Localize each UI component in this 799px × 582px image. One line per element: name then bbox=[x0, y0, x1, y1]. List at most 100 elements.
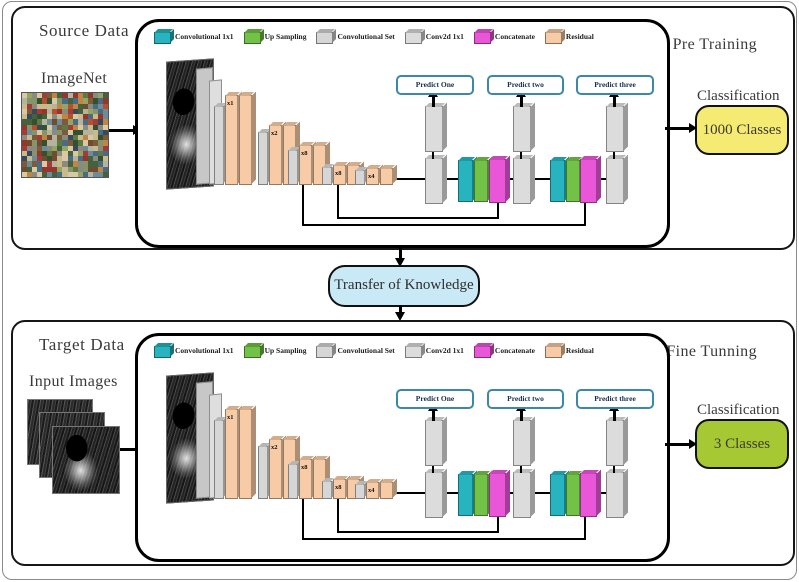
collage-cell bbox=[37, 166, 43, 172]
upsampling-slab bbox=[474, 474, 488, 516]
collage-cell bbox=[97, 108, 103, 114]
skip-connection bbox=[337, 217, 499, 219]
collage-cell bbox=[72, 119, 78, 125]
collage-cell bbox=[47, 108, 53, 114]
collage-cell bbox=[57, 98, 63, 104]
collage-cell bbox=[27, 108, 33, 114]
head-connector bbox=[520, 463, 522, 473]
collage-cell bbox=[37, 103, 43, 109]
block-repeat-label: x8 bbox=[335, 170, 342, 177]
classification-arrow bbox=[665, 123, 697, 132]
collage-cell bbox=[97, 161, 103, 167]
collage-cell bbox=[37, 114, 43, 120]
collage-cell bbox=[37, 145, 43, 151]
collage-cell bbox=[32, 161, 38, 167]
collage-cell bbox=[97, 129, 103, 135]
collage-cell bbox=[22, 114, 28, 120]
head-connector bbox=[432, 463, 434, 473]
collage-cell bbox=[102, 124, 108, 130]
collage-cell bbox=[92, 150, 98, 156]
collage-cell bbox=[92, 108, 98, 114]
block-repeat-label: x2 bbox=[271, 130, 278, 137]
legend-item: Residual bbox=[544, 342, 594, 358]
conv2d-slab bbox=[425, 158, 443, 204]
conv2d-slab bbox=[606, 158, 624, 204]
collage-cell bbox=[57, 145, 63, 151]
convset-slab bbox=[322, 167, 332, 185]
head-connector bbox=[520, 149, 522, 159]
input-flow-arrow bbox=[109, 125, 141, 134]
conv2d-slab bbox=[513, 158, 531, 204]
collage-cell bbox=[82, 114, 88, 120]
legend-item: Up Sampling bbox=[243, 28, 306, 44]
conv2d-slab bbox=[425, 420, 443, 466]
collage-cell bbox=[67, 161, 73, 167]
collage-cell bbox=[62, 119, 68, 125]
residual-slab bbox=[299, 145, 312, 185]
collage-cell bbox=[62, 145, 68, 151]
collage-cell bbox=[92, 124, 98, 130]
skip-connection bbox=[302, 224, 586, 226]
collage-cell bbox=[92, 140, 98, 146]
collage-cell bbox=[47, 119, 53, 125]
collage-cell bbox=[72, 135, 78, 141]
collage-cell bbox=[52, 150, 58, 156]
collage-cell bbox=[42, 98, 48, 104]
collage-cell bbox=[77, 140, 83, 146]
collage-cell bbox=[87, 150, 93, 156]
collage-cell bbox=[57, 129, 63, 135]
collage-cell bbox=[52, 135, 58, 141]
block-repeat-label: x1 bbox=[227, 100, 234, 107]
collage-cell bbox=[102, 119, 108, 125]
collage-cell bbox=[97, 114, 103, 120]
collage-cell bbox=[22, 103, 28, 109]
residual-slab bbox=[333, 479, 346, 499]
pretraining-panel: Source Data Pre Training ImageNet Convol… bbox=[11, 6, 795, 250]
collage-cell bbox=[72, 166, 78, 172]
collage-cell bbox=[77, 145, 83, 151]
collage-cell bbox=[62, 124, 68, 130]
collage-cell bbox=[72, 171, 78, 177]
collage-cell bbox=[67, 171, 73, 177]
residual-slab bbox=[380, 168, 393, 185]
collage-cell bbox=[32, 108, 38, 114]
collage-cell bbox=[97, 135, 103, 141]
panel-mode-label: Fine Tunning bbox=[666, 343, 757, 360]
collage-cell bbox=[42, 129, 48, 135]
legend-label: Concatenate bbox=[494, 345, 535, 355]
collage-cell bbox=[47, 129, 53, 135]
collage-cell bbox=[102, 98, 108, 104]
collage-cell bbox=[102, 103, 108, 109]
collage-cell bbox=[62, 156, 68, 162]
collage-cell bbox=[22, 161, 28, 167]
collage-cell bbox=[77, 161, 83, 167]
collage-cell bbox=[72, 124, 78, 130]
predict-arrow bbox=[431, 410, 435, 421]
conv2d-slab bbox=[513, 472, 531, 518]
collage-cell bbox=[42, 156, 48, 162]
predict-box: Predict One bbox=[396, 389, 474, 409]
collage-cell bbox=[62, 166, 68, 172]
collage-cell bbox=[82, 124, 88, 130]
collage-cell bbox=[82, 135, 88, 141]
predict-box: Predict two bbox=[487, 75, 564, 95]
collage-cell bbox=[102, 135, 108, 141]
collage-cell bbox=[82, 150, 88, 156]
collage-cell bbox=[97, 150, 103, 156]
legend-label: Convolutional Set bbox=[337, 345, 395, 355]
collage-cell bbox=[82, 98, 88, 104]
collage-cell bbox=[27, 145, 33, 151]
conv2d-slab bbox=[425, 472, 443, 518]
collage-cell bbox=[82, 93, 88, 99]
collage-cell bbox=[27, 150, 33, 156]
collage-cell bbox=[42, 161, 48, 167]
collage-cell bbox=[77, 156, 83, 162]
collage-cell bbox=[22, 119, 28, 125]
legend-cube-icon bbox=[473, 346, 491, 358]
collage-cell bbox=[77, 166, 83, 172]
collage-cell bbox=[102, 171, 108, 177]
residual-slab bbox=[225, 95, 238, 185]
conv2d-slab bbox=[513, 420, 531, 466]
collage-cell bbox=[67, 98, 73, 104]
legend-label: Up Sampling bbox=[264, 345, 307, 355]
